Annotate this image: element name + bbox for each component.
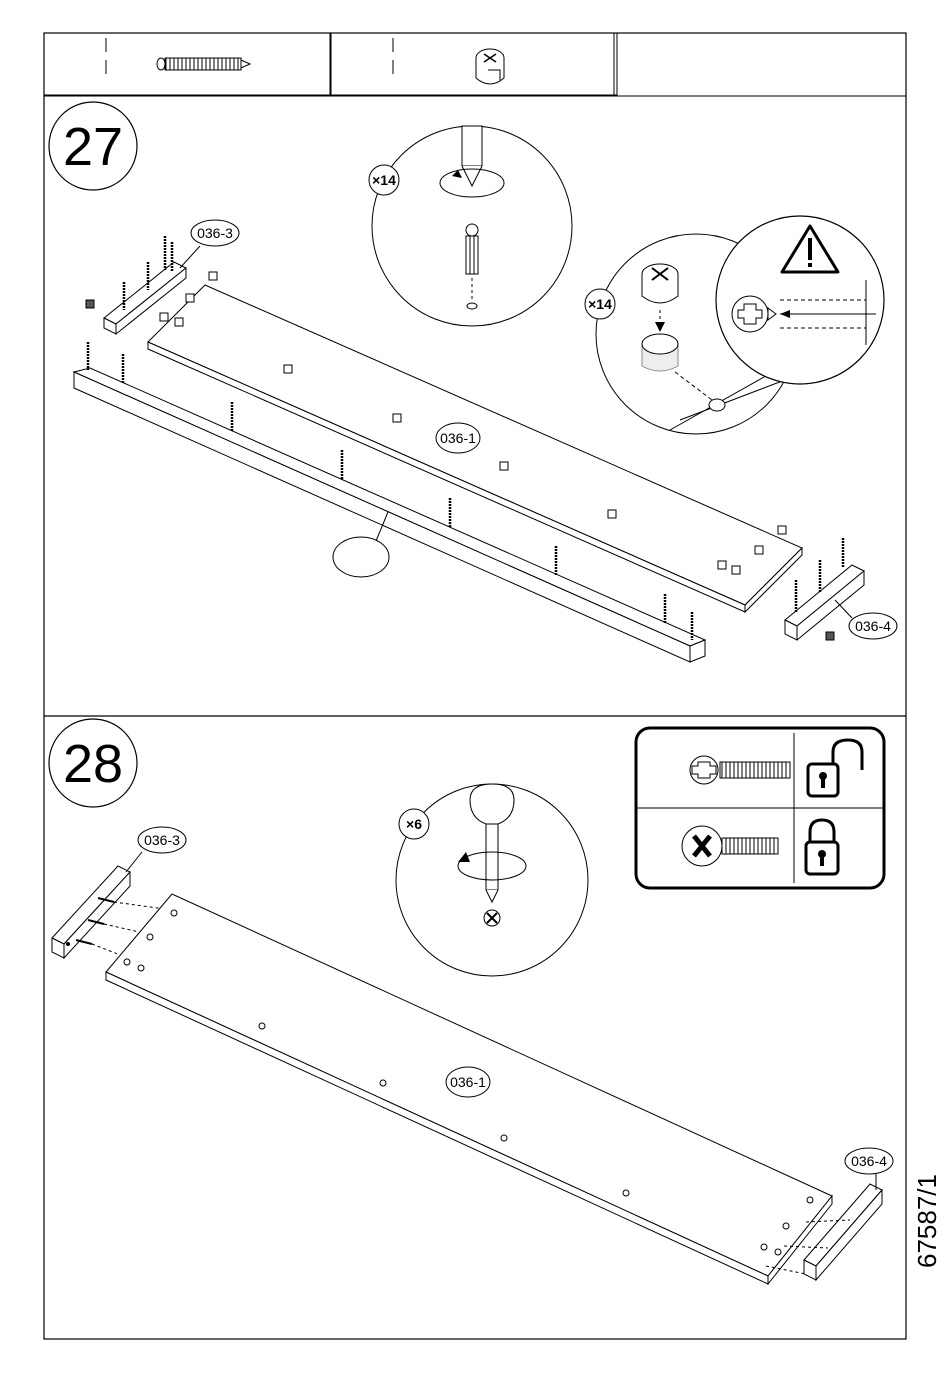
- warning-callout: [716, 216, 884, 384]
- step-28-number: 28: [63, 734, 123, 794]
- multiplier-cam: ×14: [588, 296, 612, 312]
- document-id: 67587/1: [912, 1174, 942, 1268]
- screw-detail-callout: ×14: [369, 126, 572, 326]
- label-036-4: 036-4: [855, 618, 891, 634]
- multiplier-tighten: ×6: [406, 816, 422, 832]
- step-27-number: 27: [63, 117, 123, 177]
- label-036-3: 036-3: [197, 225, 233, 241]
- cam-lock-icon: [476, 49, 504, 84]
- label-036-3-step28: 036-3: [144, 832, 180, 848]
- tighten-detail-callout: ×6: [396, 784, 588, 976]
- screw-icon: [157, 58, 250, 70]
- parts-header: [44, 33, 617, 95]
- multiplier-screw: ×14: [372, 172, 396, 188]
- label-036-1: 036-1: [440, 430, 476, 446]
- step-28: 28: [49, 719, 893, 1284]
- step-27: 27 ×14: [49, 102, 897, 662]
- cam-lock-orientation-box: [636, 728, 884, 888]
- label-036-4-step28: 036-4: [851, 1153, 887, 1169]
- label-036-1-step28: 036-1: [450, 1074, 486, 1090]
